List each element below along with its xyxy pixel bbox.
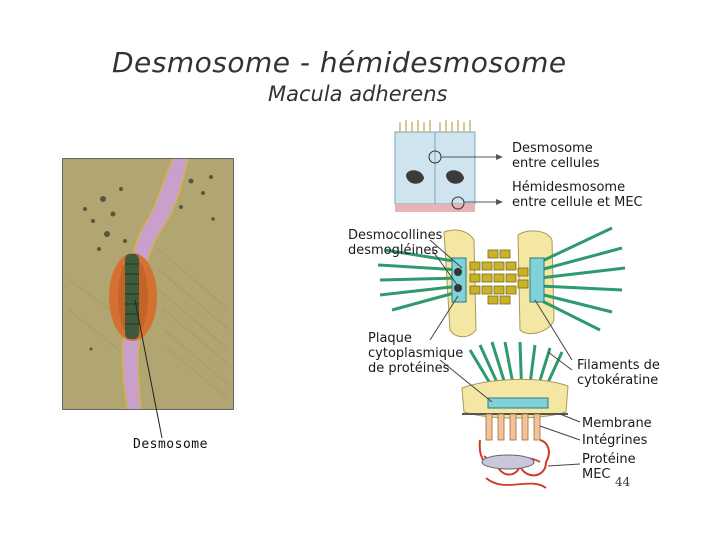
page-subtitle: Macula adherens bbox=[268, 82, 448, 106]
label-filaments: Filaments de cytokératine bbox=[577, 358, 660, 388]
micrograph-pointer bbox=[134, 299, 163, 439]
label-leaders bbox=[429, 239, 581, 467]
desmosome-detail bbox=[377, 226, 626, 338]
page-title: Desmosome - hémidesmosome bbox=[112, 46, 567, 79]
label-desmocollines: Desmocollines desmogléines bbox=[348, 228, 443, 258]
label-membrane: Membrane bbox=[582, 416, 652, 431]
hemidesmosome-detail bbox=[461, 341, 569, 489]
epithelial-cells bbox=[394, 120, 476, 212]
label-plaque: Plaque cytoplasmique de protéines bbox=[368, 331, 464, 376]
label-proteine-mec: Protéine MEC bbox=[582, 452, 636, 482]
label-desmosome-entre-cellules: Desmosome entre cellules bbox=[512, 141, 600, 171]
page-number: 44 bbox=[615, 475, 631, 489]
label-hemidesmosome: Hémidesmosome entre cellule et MEC bbox=[512, 180, 643, 210]
desmosome-micrograph bbox=[62, 158, 234, 410]
micrograph-label: Desmosome bbox=[133, 437, 208, 452]
label-integrines: Intégrines bbox=[582, 433, 648, 448]
